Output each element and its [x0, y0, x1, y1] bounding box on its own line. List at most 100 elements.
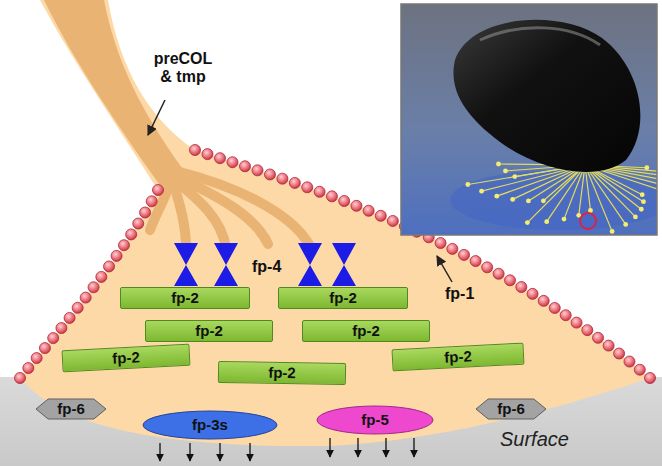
- fp1-dot: [140, 207, 151, 218]
- fp1-dot: [302, 182, 313, 193]
- fp1-dot: [64, 312, 75, 323]
- thread-plaque: [623, 222, 628, 227]
- part-label: fp-4: [252, 258, 281, 275]
- thread-plaque: [494, 194, 499, 199]
- node-label: fp-3s: [192, 416, 228, 434]
- highlight-circle: [580, 213, 596, 229]
- fp1-dot: [470, 256, 481, 267]
- fp1-dot: [31, 353, 42, 364]
- fp1-dot: [435, 238, 446, 249]
- fp1-dot: [153, 185, 164, 196]
- thread-plaque: [479, 189, 484, 194]
- down-arrow: [385, 438, 386, 457]
- protein-ellipse: fp-5: [316, 405, 434, 435]
- bowtie: [214, 243, 238, 286]
- fp1-dot: [614, 348, 625, 359]
- hexagon-shape: [476, 399, 546, 419]
- protein-box: fp-2: [145, 320, 273, 342]
- fp1-dot: [104, 261, 115, 272]
- fp1-dot: [72, 302, 83, 313]
- fp1-dot: [634, 364, 645, 375]
- thread-plaque: [544, 219, 549, 224]
- fp1-dot: [326, 191, 337, 202]
- down-arrow: [189, 443, 190, 461]
- fp1-dot: [645, 373, 656, 384]
- thread-plaque: [610, 229, 615, 234]
- label-holder: preCOL & tmp: [150, 50, 216, 86]
- fp1-dot: [96, 271, 107, 282]
- node-label: fp-2: [352, 322, 380, 340]
- thread-line: [585, 165, 635, 217]
- fp1-dot: [571, 317, 582, 328]
- fp1-dot: [603, 340, 614, 351]
- fp1-dot: [516, 282, 527, 293]
- fp1-dot: [23, 363, 34, 374]
- fp1-dot: [118, 240, 129, 251]
- photo-frame: [401, 4, 657, 235]
- down-arrow: [159, 443, 160, 461]
- fp1-dot: [339, 196, 350, 207]
- fp1-dot: [314, 186, 325, 197]
- thread-branch: [180, 172, 310, 246]
- fp1-dot: [560, 310, 571, 321]
- node-label: fp-2: [195, 322, 223, 340]
- node-label: Surface: [500, 428, 569, 450]
- thread-plaque: [510, 197, 515, 202]
- fp1-dot: [15, 373, 26, 384]
- thread-plaque: [526, 199, 531, 204]
- fp1-dot: [375, 210, 386, 221]
- bowtie: [174, 243, 198, 286]
- thread-plaque: [496, 162, 501, 167]
- down-arrow: [357, 438, 358, 457]
- fp1-dot: [538, 295, 549, 306]
- hexagon-shape: [36, 399, 106, 419]
- fp1-dot: [527, 288, 538, 299]
- label-holder: fp-4: [252, 258, 281, 276]
- node-label: fp-5: [361, 411, 389, 429]
- fp1-dot: [252, 165, 263, 176]
- ellipse-shape: [143, 411, 277, 439]
- fp1-dot: [363, 205, 374, 216]
- thread-plaque: [644, 165, 649, 170]
- protein-hexagon: fp-6: [475, 398, 547, 420]
- fp1-dot: [505, 275, 516, 286]
- thread-trunk: [44, 0, 182, 188]
- protein-box: fp-2: [278, 287, 408, 309]
- ellipse-shape: [317, 406, 433, 434]
- fp1-dot: [351, 200, 362, 211]
- photo-content: [450, 20, 657, 234]
- fp1-dot: [111, 250, 122, 261]
- photo-background: [401, 4, 657, 235]
- node-label: fp-2: [268, 364, 296, 382]
- protein-box: fp-2: [302, 320, 430, 342]
- fp1-dot: [39, 343, 50, 354]
- protein-box: fp-2: [120, 287, 250, 309]
- bowtie: [298, 243, 322, 286]
- fp1-dot: [289, 177, 300, 188]
- fp1-dot: [264, 169, 275, 180]
- down-arrow: [249, 443, 250, 461]
- fp1-dot: [482, 262, 493, 273]
- node-label: fp-2: [171, 289, 199, 307]
- fp1-dot: [214, 153, 225, 164]
- node-label: fp-6: [57, 400, 85, 418]
- photo-inset: [401, 4, 662, 235]
- part-label: preCOL & tmp: [154, 50, 213, 85]
- fp1-dot: [190, 145, 201, 156]
- thread-plaque: [465, 182, 470, 187]
- shell-highlight: [480, 28, 600, 45]
- fp1-dot: [593, 332, 604, 343]
- down-arrow: [219, 443, 220, 461]
- thread-plaque: [541, 198, 546, 203]
- protein-box: fp-2: [218, 361, 346, 385]
- mussel-shell: [453, 20, 640, 172]
- thread-branches: [150, 172, 310, 248]
- thread-plaque: [641, 199, 646, 204]
- fp4-bowties: [174, 243, 356, 286]
- thread-plaque: [503, 169, 508, 174]
- fp1-dot: [202, 149, 213, 160]
- thread-plaque: [525, 220, 530, 225]
- down-arrow: [329, 438, 330, 457]
